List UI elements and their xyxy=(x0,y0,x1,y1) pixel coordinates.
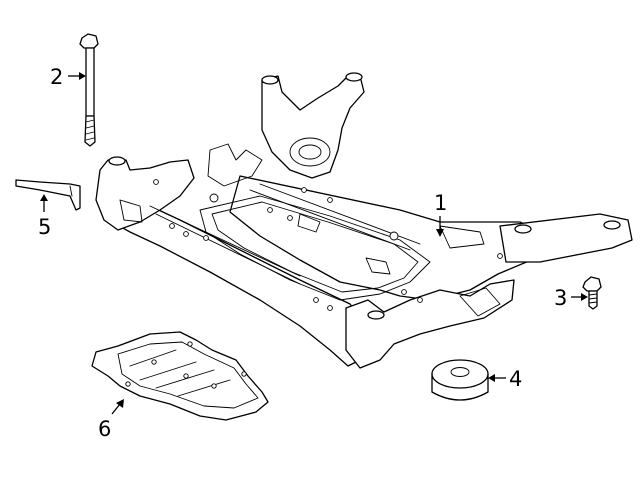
arrowhead-1 xyxy=(436,229,444,237)
callout-6: 6 xyxy=(98,417,111,441)
arrowhead-6 xyxy=(116,399,124,408)
callout-4: 4 xyxy=(509,367,522,391)
callout-3: 3 xyxy=(554,286,567,310)
short-bolt[interactable] xyxy=(582,276,602,310)
callout-2: 2 xyxy=(50,65,63,89)
arrowhead-2 xyxy=(79,72,86,80)
callout-1: 1 xyxy=(434,191,447,215)
arrowhead-3 xyxy=(581,293,588,301)
arrowhead-4 xyxy=(488,374,495,382)
subframe-assembly[interactable] xyxy=(95,72,633,369)
splash-shield[interactable] xyxy=(91,331,269,421)
callout-leaders xyxy=(40,72,588,415)
arrowhead-5 xyxy=(40,194,48,201)
leader-6 xyxy=(111,403,121,415)
callout-labels: 1 2 3 4 5 6 xyxy=(38,65,567,441)
bracket-plate[interactable] xyxy=(15,179,81,211)
rubber-bushing[interactable] xyxy=(431,359,489,401)
callout-5: 5 xyxy=(38,215,51,239)
long-bolt[interactable] xyxy=(79,33,99,147)
